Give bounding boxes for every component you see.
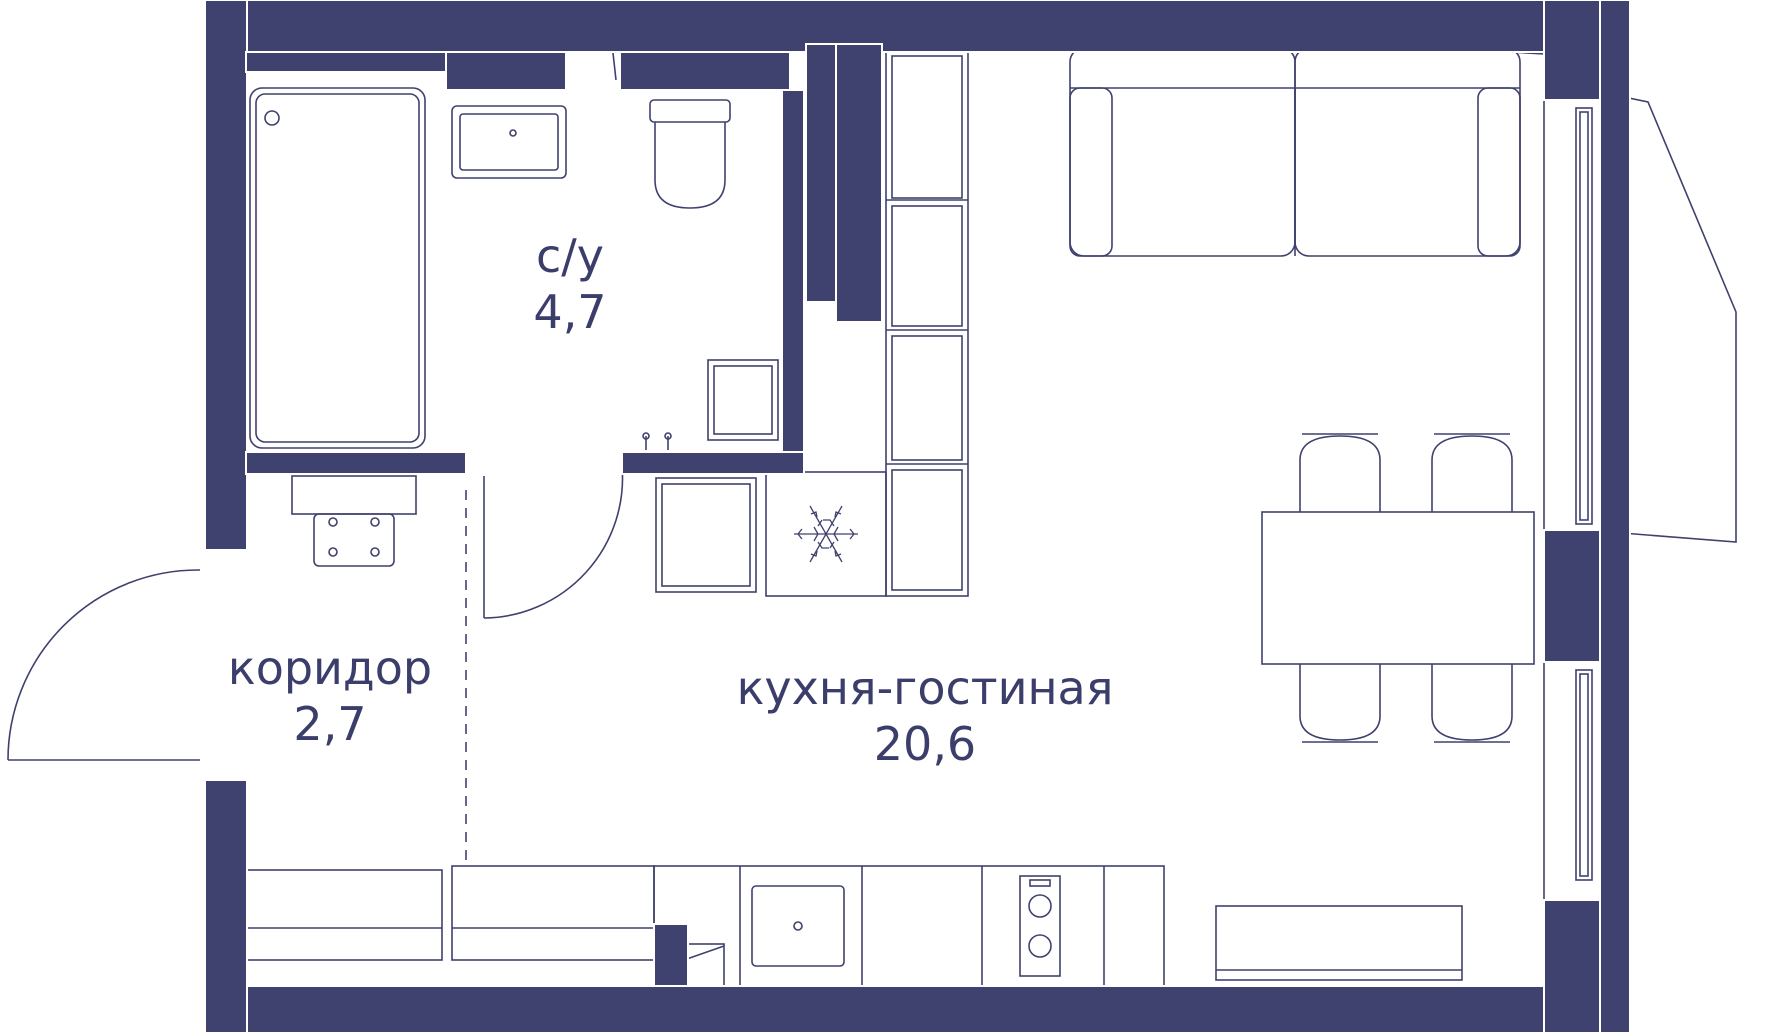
shaft-wall <box>805 43 837 303</box>
outer-wall-right-edge <box>1599 0 1631 1033</box>
pillar <box>653 923 689 987</box>
shaft-wall <box>835 43 883 323</box>
room-area: 2,7 <box>293 697 367 751</box>
room-name: кухня-гостиная <box>736 661 1114 715</box>
bath-wall-bottom <box>245 451 467 475</box>
dining-table-icon <box>1261 433 1535 743</box>
sink-icon <box>751 885 845 967</box>
window[interactable] <box>1575 669 1593 881</box>
kitchen-counter <box>653 865 1165 989</box>
kitchen-cabinet-column <box>885 41 969 597</box>
bath-wall-top <box>619 51 791 91</box>
room-name: коридор <box>227 641 433 695</box>
bath-wall-top <box>245 51 447 73</box>
outer-wall-left <box>204 0 248 551</box>
outer-wall-top <box>204 0 1601 53</box>
hob-icon <box>1019 875 1061 977</box>
kitchen-cabinet <box>655 477 757 593</box>
toilet-icon <box>649 99 731 209</box>
room-label-kitchen-living: кухня-гостиная 20,6 <box>700 660 1150 772</box>
room-label-corridor: коридор 2,7 <box>210 640 450 752</box>
bath-wall-top <box>445 51 567 91</box>
outer-wall-right <box>1543 529 1601 663</box>
bathroom-door[interactable] <box>483 465 624 619</box>
washing-machine-icon <box>642 359 779 450</box>
outer-wall-bottom <box>204 985 1601 1033</box>
room-area: 20,6 <box>873 717 977 771</box>
room-name: с/у <box>535 229 604 283</box>
outer-wall-right <box>1543 0 1601 101</box>
sink-icon <box>451 105 567 179</box>
entry-door[interactable] <box>7 569 201 761</box>
outer-wall-right <box>1543 899 1601 1033</box>
bathtub-icon <box>249 87 426 449</box>
snowflake-icon <box>794 505 858 563</box>
fridge <box>765 471 887 597</box>
wardrobe-icon <box>291 475 417 567</box>
bath-wall-right <box>781 89 805 473</box>
room-area: 4,7 <box>533 285 607 339</box>
outer-wall-left <box>204 779 248 1033</box>
walls-layer <box>204 0 1631 1033</box>
window[interactable] <box>1575 107 1593 525</box>
interior-outline <box>1349 41 1545 987</box>
bath-wall-bottom <box>621 451 805 475</box>
tv-unit <box>1215 905 1463 981</box>
sofa-icon <box>1069 47 1521 257</box>
room-label-bathroom: с/у 4,7 <box>470 228 670 340</box>
bottom-cabinets <box>245 865 655 961</box>
